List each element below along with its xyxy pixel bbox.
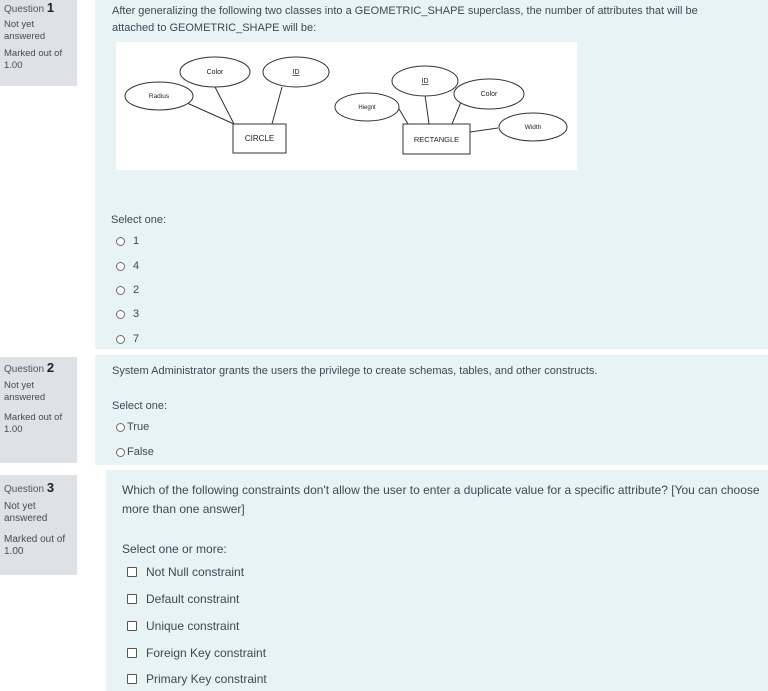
question-content-3 bbox=[106, 470, 768, 691]
select-prompt: Select one: bbox=[112, 400, 168, 412]
er-line bbox=[398, 108, 409, 125]
question-number: 2 bbox=[46, 360, 55, 375]
answer-option-true[interactable]: True bbox=[116, 421, 149, 433]
attr-width-label: Width bbox=[525, 124, 542, 131]
answer-option[interactable]: 1 bbox=[116, 235, 139, 247]
question-number: 1 bbox=[46, 0, 55, 15]
question-info-2: Question 2 Not yet answered Marked out o… bbox=[0, 357, 77, 463]
attr-id bbox=[262, 56, 330, 88]
question-text-3: Which of the following constraints don't… bbox=[122, 483, 760, 516]
checkbox[interactable] bbox=[127, 567, 137, 577]
er-line bbox=[451, 101, 462, 125]
entity-rectangle bbox=[402, 123, 471, 155]
option-label: Foreign Key constraint bbox=[146, 646, 267, 660]
attr-radius-label: Radius bbox=[149, 93, 170, 100]
answer-option[interactable]: Foreign Key constraint bbox=[127, 646, 266, 660]
entity-circle-label: CIRCLE bbox=[245, 134, 274, 143]
option-label: Unique constraint bbox=[146, 619, 240, 633]
question-grade: Marked out of 1.00 bbox=[4, 48, 63, 71]
radio-button[interactable] bbox=[116, 334, 125, 344]
attr-color-label: Color bbox=[481, 91, 498, 98]
question-label: Question bbox=[4, 484, 45, 495]
answer-option[interactable]: Primary Key constraint bbox=[127, 672, 267, 686]
option-label: 1 bbox=[133, 235, 140, 247]
er-diagram: CIRCLE Color ID Radius RECTANGLE ID Colo… bbox=[116, 42, 577, 170]
question-label: Question bbox=[4, 4, 45, 15]
entity-circle bbox=[232, 123, 287, 154]
checkbox[interactable] bbox=[127, 674, 137, 684]
question-number-1: Question 1 bbox=[4, 0, 77, 15]
attr-height-label: Hiegnt bbox=[358, 105, 376, 111]
question-number-2: Question 2 bbox=[4, 360, 77, 375]
answer-option[interactable]: 2 bbox=[116, 284, 139, 296]
option-label: Primary Key constraint bbox=[146, 672, 267, 686]
select-prompt: Select one or more: bbox=[122, 542, 227, 556]
er-line bbox=[214, 86, 235, 125]
question-state: Not yet answered bbox=[4, 501, 48, 524]
question-text-1: After generalizing the following two cla… bbox=[112, 5, 698, 34]
option-label: 4 bbox=[133, 260, 140, 272]
question-label: Question bbox=[4, 364, 45, 375]
attr-id-label: ID bbox=[293, 69, 300, 76]
option-label: False bbox=[127, 446, 154, 458]
attr-color bbox=[453, 78, 525, 110]
radio-button[interactable] bbox=[116, 309, 125, 319]
answer-option-false[interactable]: False bbox=[116, 446, 154, 458]
answer-option[interactable]: Not Null constraint bbox=[127, 565, 244, 579]
attr-id-label: ID bbox=[422, 78, 429, 85]
radio-button[interactable] bbox=[116, 447, 125, 457]
option-label: Default constraint bbox=[146, 592, 240, 606]
attr-height bbox=[334, 92, 400, 122]
entity-rectangle-label: RECTANGLE bbox=[414, 135, 459, 144]
radio-button[interactable] bbox=[116, 261, 125, 271]
question-info-3: Question 3 Not yet answered Marked out o… bbox=[0, 475, 77, 575]
select-prompt: Select one: bbox=[111, 214, 167, 226]
answer-option[interactable]: Default constraint bbox=[127, 592, 239, 606]
attr-radius bbox=[124, 81, 194, 111]
attr-color bbox=[179, 56, 251, 88]
answer-option[interactable]: Unique constraint bbox=[127, 619, 239, 633]
checkbox[interactable] bbox=[127, 594, 137, 604]
question-text-2: System Administrator grants the users th… bbox=[112, 365, 598, 377]
answer-option[interactable]: 4 bbox=[116, 260, 139, 272]
question-state: Not yet answered bbox=[4, 19, 46, 42]
answer-option[interactable]: 3 bbox=[116, 308, 139, 320]
question-state: Not yet answered bbox=[4, 380, 46, 403]
option-label: 3 bbox=[133, 308, 140, 320]
option-label: 7 bbox=[133, 333, 140, 345]
attr-id bbox=[391, 65, 459, 97]
radio-button[interactable] bbox=[116, 285, 125, 295]
checkbox[interactable] bbox=[127, 621, 137, 631]
question-grade: Marked out of 1.00 bbox=[4, 534, 66, 557]
question-number: 3 bbox=[46, 480, 55, 495]
question-grade: Marked out of 1.00 bbox=[4, 412, 63, 435]
radio-button[interactable] bbox=[116, 422, 125, 432]
er-line bbox=[271, 86, 283, 125]
question-info-1: Question 1 Not yet answered Marked out o… bbox=[0, 0, 77, 86]
attr-color-label: Color bbox=[207, 69, 224, 76]
question-content-2 bbox=[95, 355, 768, 465]
attr-width bbox=[498, 112, 568, 142]
question-number-3: Question 3 bbox=[4, 480, 77, 495]
option-label: 2 bbox=[133, 284, 140, 296]
er-line bbox=[469, 127, 499, 133]
option-label: True bbox=[127, 421, 150, 433]
checkbox[interactable] bbox=[127, 648, 137, 658]
er-line bbox=[424, 94, 430, 125]
option-label: Not Null constraint bbox=[146, 565, 245, 579]
radio-button[interactable] bbox=[116, 236, 125, 246]
answer-option[interactable]: 7 bbox=[116, 333, 139, 345]
